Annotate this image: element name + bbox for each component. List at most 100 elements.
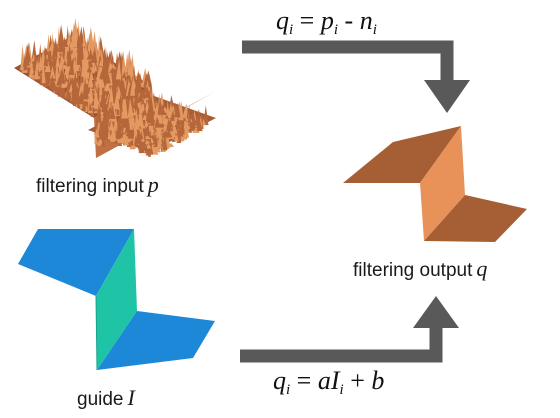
noise-spike (63, 60, 67, 66)
noise-spike (44, 61, 51, 73)
noise-spike (96, 136, 104, 146)
noise-spikes (19, 17, 209, 157)
noise-spike (88, 92, 93, 114)
noise-spike (115, 79, 119, 85)
formula-top-term1: p (320, 6, 334, 35)
noise-spike (94, 96, 102, 110)
noise-spike (118, 92, 123, 110)
noise-spike (109, 104, 116, 119)
noise-spike (93, 64, 97, 72)
noise-spike (82, 29, 86, 47)
noise-spike (134, 135, 139, 146)
noise-spike (97, 49, 101, 57)
noise-spike (65, 76, 72, 100)
output-lower-plane (424, 195, 527, 242)
noise-spike (98, 59, 104, 67)
noise-spike (54, 61, 60, 82)
noise-spike (117, 115, 122, 132)
noise-spike (108, 66, 116, 73)
noise-spike (144, 135, 152, 140)
filtering-input-surface (14, 17, 216, 158)
noise-spike (128, 109, 136, 131)
noise-spike (127, 98, 134, 118)
noise-spike (66, 43, 72, 67)
noise-spike (94, 128, 100, 138)
noise-spike (77, 66, 81, 74)
noise-spike (148, 136, 154, 155)
formula-bottom-var: I (330, 366, 340, 395)
noise-spike (19, 63, 25, 70)
noise-spike (81, 56, 87, 77)
noise-spike (175, 117, 181, 129)
noise-spike (70, 22, 78, 48)
noise-spike (170, 109, 175, 121)
formula-bottom-op: + (350, 366, 365, 395)
guide-lower-plane (97, 311, 215, 370)
guide-symbol: I (127, 385, 135, 410)
noise-spike (87, 26, 95, 52)
noise-spike (147, 106, 153, 118)
formula-top-lhs: q (276, 6, 289, 35)
formula-bottom-eq: = (296, 366, 312, 395)
formula-bottom-lhs: q (273, 366, 286, 395)
noise-spike (160, 109, 167, 115)
noise-spike (82, 89, 89, 99)
noise-spike (68, 83, 73, 93)
noise-spike (130, 74, 135, 96)
formula-linear-model: qi = aIi + b (273, 366, 385, 398)
formula-top-term2-sub: i (372, 22, 377, 38)
noise-spike (129, 117, 133, 130)
formula-bottom-const: b (371, 366, 385, 395)
noise-spike (137, 90, 143, 103)
noise-spike (151, 149, 159, 155)
noise-spike (96, 68, 101, 85)
formula-bottom-coef: a (317, 366, 331, 395)
formula-top-op: - (344, 6, 354, 35)
noise-spike (166, 129, 173, 138)
filtering-input-label: filtering input p (36, 172, 159, 198)
noise-spike (89, 70, 94, 80)
noise-spike (51, 37, 58, 58)
noise-spike (23, 51, 30, 66)
noise-spike (57, 24, 65, 46)
noise-spike (143, 73, 150, 87)
noise-spike (41, 57, 46, 84)
noise-spike (166, 118, 172, 132)
noise-spike (43, 53, 49, 67)
guide-step-face (96, 229, 137, 370)
noise-spike (134, 84, 139, 91)
noise-spike (157, 101, 164, 112)
noise-spike (123, 136, 130, 146)
guide-label-text: guide (77, 389, 124, 410)
noise-spike (58, 68, 66, 84)
noise-spike (63, 42, 69, 47)
formula-bottom-var-sub: i (339, 382, 344, 398)
noise-spike (177, 125, 184, 137)
noise-spike (76, 44, 82, 65)
noise-spike (203, 105, 209, 126)
noise-spike (172, 124, 178, 134)
noise-spike (50, 74, 55, 87)
noise-spike (97, 103, 101, 117)
filtering-input-symbol: p (147, 172, 159, 197)
noise-spike (121, 80, 127, 100)
output-step-face (420, 126, 465, 241)
noise-spike (89, 102, 93, 111)
noise-spike (75, 72, 80, 83)
guide-label: guide I (77, 385, 135, 411)
noise-spike (138, 103, 144, 114)
noise-spike (144, 117, 149, 127)
noise-spike (103, 81, 111, 92)
noise-spike (153, 142, 161, 153)
arrow-up-icon (240, 296, 459, 363)
noise-spike (155, 124, 161, 135)
noise-spike (87, 72, 94, 88)
output-upper-plane (343, 126, 461, 183)
noise-spike (88, 57, 94, 68)
arrow-down-icon (242, 40, 470, 113)
formula-top-term1-sub: i (333, 22, 339, 38)
noise-spike (135, 125, 142, 144)
filtering-output-surface (343, 126, 527, 242)
noise-spike (146, 143, 152, 149)
